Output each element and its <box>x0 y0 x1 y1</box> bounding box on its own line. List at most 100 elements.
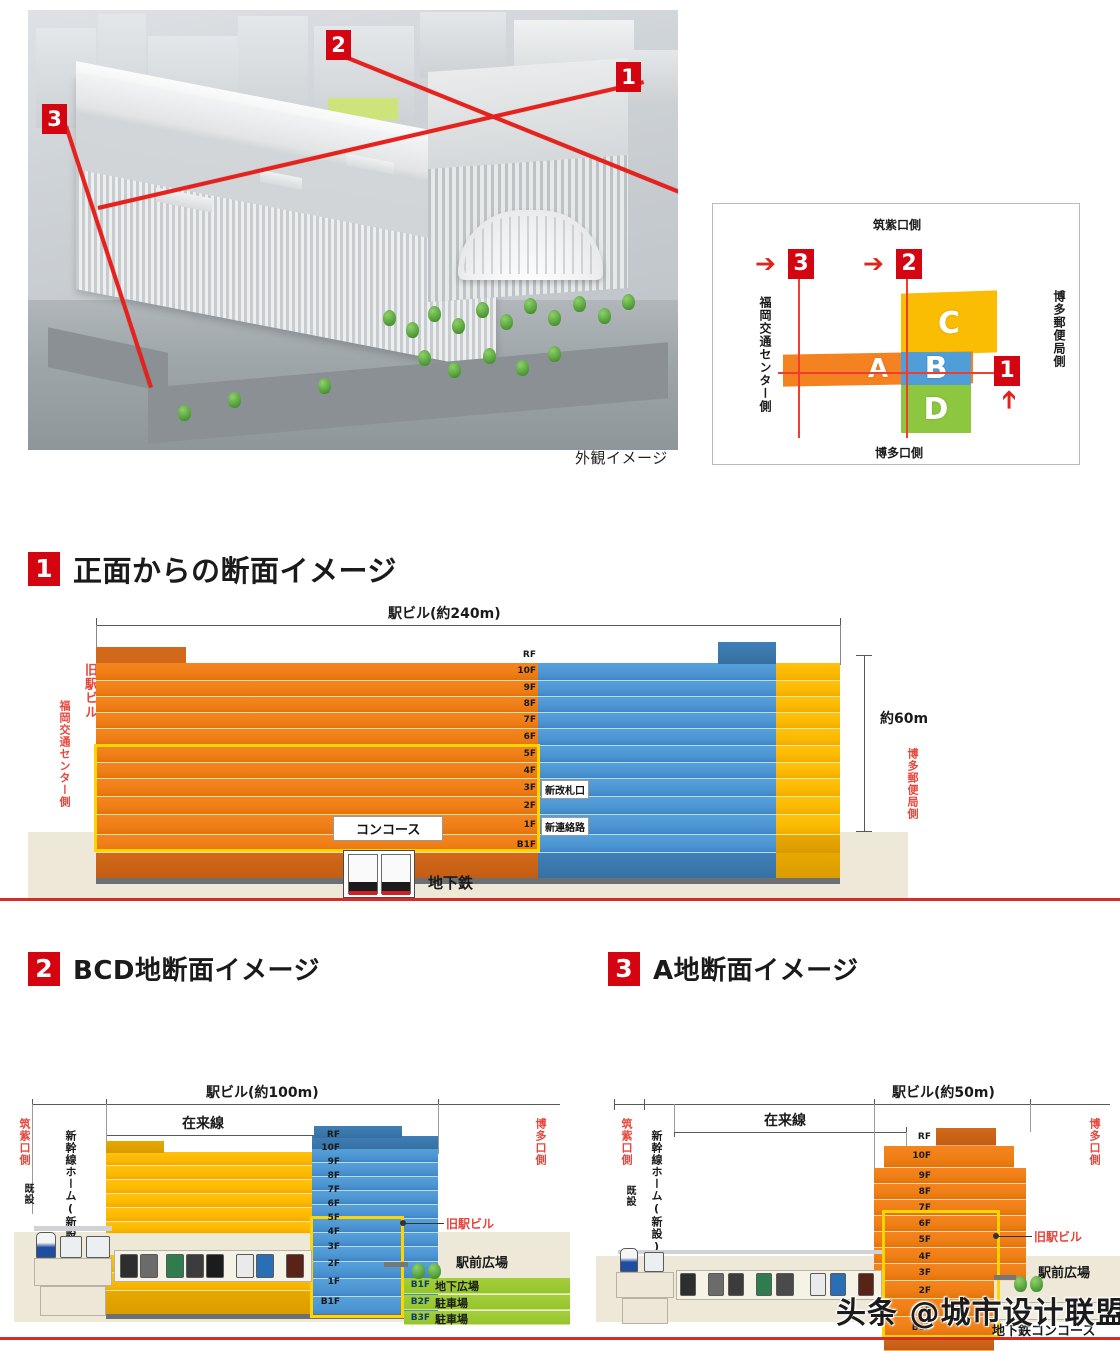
floor-block <box>106 1152 312 1166</box>
section-1-heading: 1 正面からの断面イメージ <box>28 548 397 590</box>
train-car <box>728 1273 744 1296</box>
leader-line-old-building <box>996 1236 1032 1237</box>
tree <box>178 405 191 421</box>
train-car <box>206 1254 224 1278</box>
tree <box>548 346 561 362</box>
keymap-block-B: B <box>901 351 971 386</box>
dim-ext <box>96 625 97 665</box>
dim-line-width <box>32 1104 560 1105</box>
floor-1F <box>776 815 840 835</box>
train-car <box>236 1254 254 1278</box>
tree <box>428 306 441 322</box>
key-map-diagram: 筑紫口側 博多口側 福岡交通センター側 博多郵便局側 C A B D ➔ 3 ➔… <box>712 203 1080 465</box>
section-3-diagram: 駅ビル(約50m) 在来線 筑紫口側 博多口側 新幹線ホーム(新設) 既設 RF… <box>596 1020 1120 1351</box>
dim-label-width: 駅ビル(約100m) <box>206 1085 319 1101</box>
section-3-heading: 3 A地断面イメージ <box>608 950 859 987</box>
floor-label-8F: 8F <box>523 699 536 709</box>
dim-label-height: 約60m <box>880 711 929 727</box>
dim-label-width: 駅ビル(約240m) <box>388 606 501 622</box>
floor-9F <box>776 681 840 697</box>
tree <box>598 308 611 324</box>
tree <box>383 310 396 326</box>
floor-label-RF: RF <box>522 650 536 660</box>
label-old-station-building: 旧駅ビル <box>82 663 97 719</box>
shinkansen-nose <box>36 1232 56 1258</box>
dim-ext <box>1030 1104 1031 1132</box>
basement-B2F-slab <box>404 1295 570 1310</box>
floor-label-4F: 4F <box>327 1227 340 1237</box>
anno-station-plaza: 駅前広場 <box>456 1256 509 1271</box>
tree <box>228 392 241 408</box>
leader-dot <box>400 1220 406 1226</box>
floor-block <box>106 1194 312 1208</box>
floor-5F <box>874 1232 1026 1248</box>
floor-4F <box>874 1248 1026 1264</box>
floor-label-8F: 8F <box>918 1187 931 1197</box>
keymap-line-1 <box>778 372 998 374</box>
keymap-block-C: C <box>901 290 997 356</box>
building-orange-tower-a <box>884 1146 1014 1168</box>
tree <box>318 378 331 394</box>
basement-B1F-slab <box>404 1278 570 1294</box>
floor-9F <box>874 1168 1026 1184</box>
floor-block <box>106 1180 312 1194</box>
floor-3F <box>874 1264 1026 1281</box>
dim-ext <box>906 1132 907 1148</box>
floor-4F <box>96 763 538 779</box>
concourse-label: コンコース <box>333 816 444 841</box>
floor-10F <box>312 1149 438 1163</box>
floor-label-1F: 1F <box>918 1304 931 1314</box>
dim-label-conventional: 在来線 <box>764 1113 806 1129</box>
dim-tick <box>674 1127 675 1137</box>
building-blue-main <box>538 663 776 881</box>
highlight-old-building-zone <box>882 1210 1000 1338</box>
floor-label-B1F: B1F <box>911 1323 931 1333</box>
anno-old-station-building: 旧駅ビル <box>446 1217 495 1231</box>
tree <box>524 298 537 314</box>
train-car <box>256 1254 274 1278</box>
floor-2F <box>776 797 840 815</box>
keymap-arrow-2-icon: ➔ <box>863 249 884 278</box>
floor-2F <box>96 797 538 815</box>
floor-10F <box>538 663 776 681</box>
dim-ext <box>438 1104 439 1154</box>
tree <box>1030 1276 1043 1292</box>
label-shinkansen-platform-new: 新幹線ホーム(新設) <box>64 1130 77 1254</box>
dim-tick-h <box>856 831 872 832</box>
floor-6F <box>776 729 840 746</box>
train-car <box>756 1273 772 1296</box>
tree <box>483 348 496 364</box>
floor-4F <box>538 763 776 779</box>
tree <box>452 318 465 334</box>
floor-label-B1F: B1F <box>320 1297 340 1307</box>
floor-6F <box>538 729 776 746</box>
floor-3F <box>312 1247 438 1262</box>
leader-dot <box>993 1233 999 1239</box>
bottom-red-rule <box>0 898 1120 901</box>
floor-label-9F: 9F <box>523 683 536 693</box>
floor-label-6F: 6F <box>327 1199 340 1209</box>
floor-label-9F: 9F <box>918 1171 931 1181</box>
subway-car-stripe <box>349 891 377 895</box>
building-yellow-west <box>106 1152 312 1234</box>
floor-label-8F: 8F <box>327 1171 340 1181</box>
section-2-number: 2 <box>28 951 60 986</box>
train-car <box>166 1254 184 1278</box>
photo-marker-1: 1 <box>616 62 641 92</box>
tree <box>548 310 561 326</box>
floor-B1F <box>538 835 776 853</box>
photo-marker-2: 2 <box>326 30 351 60</box>
train-car <box>830 1273 846 1296</box>
floor-10F <box>884 1146 1014 1168</box>
yellow-base-shadow <box>776 878 840 884</box>
floor-label-2F: 2F <box>327 1259 340 1269</box>
train-car <box>776 1273 794 1296</box>
keymap-top-label: 筑紫口側 <box>873 218 922 232</box>
label-fukuoka-transport-center-side: 福岡交通センター側 <box>58 700 71 808</box>
yellow-west-cap <box>106 1141 164 1153</box>
keymap-line-2 <box>906 266 908 438</box>
blue-east-penthouse <box>314 1126 402 1138</box>
anno-station-plaza: 駅前広場 <box>1038 1266 1091 1281</box>
floor-label-RF: RF <box>326 1130 340 1140</box>
dim-ext <box>674 1104 675 1132</box>
